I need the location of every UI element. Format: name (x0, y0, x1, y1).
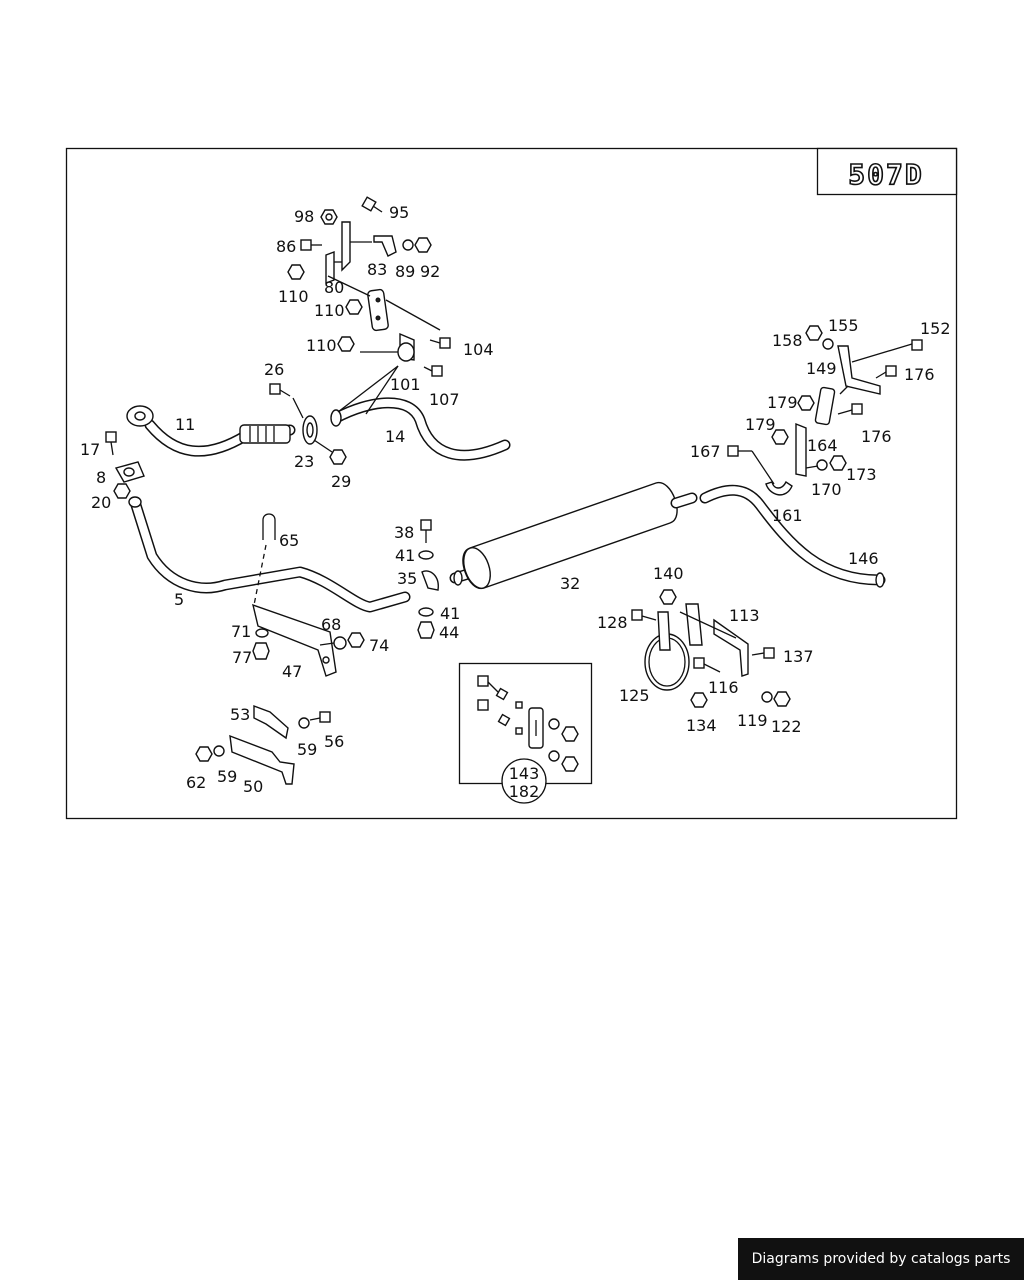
callout-23: 23 (294, 452, 314, 471)
callout-56: 56 (324, 732, 344, 751)
callout-50: 50 (243, 777, 263, 796)
flange-fasteners (105, 431, 145, 499)
callout-74: 74 (369, 636, 389, 655)
callout-104: 104 (463, 340, 494, 359)
diagram-frame (65, 147, 958, 820)
clamp-kit-inset (458, 662, 593, 804)
callout-5: 5 (174, 590, 184, 609)
callout-146: 146 (848, 549, 879, 568)
callout-182: 182 (509, 782, 540, 801)
callout-59-b: 59 (217, 767, 237, 786)
top-fasteners (287, 196, 451, 377)
front-pipe-11 (126, 405, 296, 457)
callout-83: 83 (367, 260, 387, 279)
callout-8: 8 (96, 468, 106, 487)
callout-149: 149 (806, 359, 837, 378)
callout-89: 89 (395, 262, 415, 281)
callout-128: 128 (597, 613, 628, 632)
callout-35: 35 (397, 569, 417, 588)
callout-140: 140 (653, 564, 684, 583)
callout-98: 98 (294, 207, 314, 226)
callout-158: 158 (772, 331, 803, 350)
callout-65: 65 (279, 531, 299, 550)
callout-173: 173 (846, 465, 877, 484)
callout-41-b: 41 (440, 604, 460, 623)
callout-176-a: 176 (904, 365, 935, 384)
callout-170: 170 (811, 480, 842, 499)
callout-95: 95 (389, 203, 409, 222)
callout-143: 143 (509, 764, 540, 783)
callout-29: 29 (331, 472, 351, 491)
callout-134: 134 (686, 716, 717, 735)
callout-110-a: 110 (278, 287, 309, 306)
front-pipe-5 (128, 496, 411, 613)
callout-77: 77 (232, 648, 252, 667)
callout-47: 47 (282, 662, 302, 681)
callout-38: 38 (394, 523, 414, 542)
callout-41-a: 41 (395, 546, 415, 565)
callout-161: 161 (772, 506, 803, 525)
callout-14: 14 (385, 427, 405, 446)
callout-11: 11 (175, 415, 195, 434)
callout-179-b: 179 (745, 415, 776, 434)
center-clamp-fasteners (417, 519, 439, 639)
callout-164: 164 (807, 436, 838, 455)
callout-119: 119 (737, 711, 768, 730)
diagram-credit-banner: Diagrams provided by catalogs parts (738, 1238, 1024, 1280)
callout-92: 92 (420, 262, 440, 281)
callout-137: 137 (783, 647, 814, 666)
callout-167: 167 (690, 442, 721, 461)
callout-122: 122 (771, 717, 802, 736)
callout-labels: 98 95 86 83 89 92 80 110 110 110 104 101… (80, 203, 951, 801)
callout-179-a: 179 (767, 393, 798, 412)
callout-62: 62 (186, 773, 206, 792)
clamp-23-group (269, 383, 347, 465)
intermediate-pipe-14 (330, 397, 511, 461)
strap-clamp-125-group (631, 589, 791, 708)
brackets-53-50 (195, 704, 331, 785)
callout-59-a: 59 (297, 740, 317, 759)
callout-44: 44 (439, 623, 459, 642)
callout-176-b: 176 (861, 427, 892, 446)
diagram-code-box: 507D (816, 147, 958, 196)
callout-152: 152 (920, 319, 951, 338)
callout-68: 68 (321, 615, 341, 634)
callout-80: 80 (324, 278, 344, 297)
muffler-32 (449, 482, 698, 589)
callout-17: 17 (80, 440, 100, 459)
callout-107: 107 (429, 390, 460, 409)
callout-53: 53 (230, 705, 250, 724)
callout-110-b: 110 (314, 301, 345, 320)
callout-113: 113 (729, 606, 760, 625)
callout-71: 71 (231, 622, 251, 641)
callout-20: 20 (91, 493, 111, 512)
tail-pipe-146 (699, 484, 886, 588)
callout-101: 101 (390, 375, 421, 394)
callout-110-c: 110 (306, 336, 337, 355)
u-bolt-bracket-47-group (252, 513, 365, 677)
callout-26: 26 (264, 360, 284, 379)
callout-116: 116 (708, 678, 739, 697)
callout-86: 86 (276, 237, 296, 256)
callout-125: 125 (619, 686, 650, 705)
callout-155: 155 (828, 316, 859, 335)
diagram-code: 507D (848, 158, 923, 191)
rear-hanger-group (727, 325, 923, 496)
callout-32: 32 (560, 574, 580, 593)
top-hanger-bracket-group (325, 221, 441, 415)
